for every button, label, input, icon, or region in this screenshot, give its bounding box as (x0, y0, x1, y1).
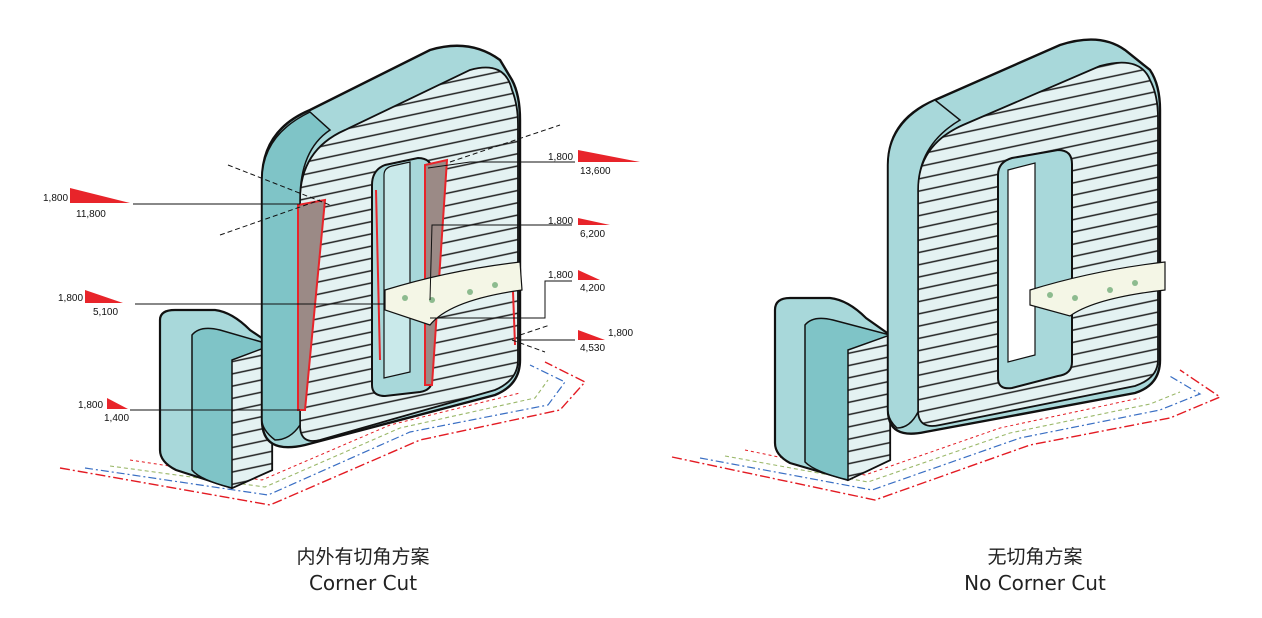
dimension-label-bottom: 6,200 (580, 229, 605, 240)
dimension-label-bottom: 13,600 (580, 166, 611, 177)
dimension-flag (70, 188, 130, 203)
right-low-block (773, 296, 892, 482)
left-low-block (158, 308, 274, 490)
dimension-label-bottom: 4,530 (580, 343, 605, 354)
dimension-flag (578, 218, 610, 225)
dimension-label-top: 1,800 (548, 270, 573, 281)
dimension-label-top: 1,800 (43, 193, 68, 204)
dimension-label-top: 1,800 (548, 216, 573, 227)
right-building-diagram (671, 38, 1222, 501)
dimension-flag (85, 290, 123, 303)
right-main-tower (886, 38, 1166, 435)
left-leader-lines (130, 161, 575, 411)
right-caption-english: No Corner Cut (964, 571, 1106, 595)
dimension-label-top: 1,800 (58, 293, 83, 304)
right-caption-chinese: 无切角方案 (987, 546, 1083, 568)
dimension-label-top: 1,800 (78, 400, 103, 411)
dimension-label-bottom: 5,100 (93, 307, 118, 318)
left-caption: 内外有切角方案 Corner Cut (213, 544, 513, 596)
left-dimension-labels: 1,800 11,800 1,800 5,100 1,800 1,400 1,8… (43, 152, 633, 424)
dimension-flag (578, 270, 600, 280)
right-caption: 无切角方案 No Corner Cut (885, 544, 1185, 596)
dimension-label-bottom: 1,400 (104, 413, 129, 424)
left-building-diagram: 1,800 11,800 1,800 5,100 1,800 1,400 1,8… (43, 44, 640, 506)
left-dimension-flags (70, 150, 640, 409)
dimension-flag (578, 330, 605, 340)
dimension-label-top: 1,800 (548, 152, 573, 163)
dimension-label-bottom: 4,200 (580, 283, 605, 294)
dimension-label-bottom: 11,800 (76, 209, 106, 220)
left-caption-chinese: 内外有切角方案 (296, 546, 430, 568)
left-main-tower (219, 44, 561, 449)
dimension-flag (578, 150, 640, 162)
dimension-flag (107, 398, 128, 409)
left-caption-english: Corner Cut (308, 571, 418, 595)
dimension-label-top: 1,800 (608, 328, 633, 339)
